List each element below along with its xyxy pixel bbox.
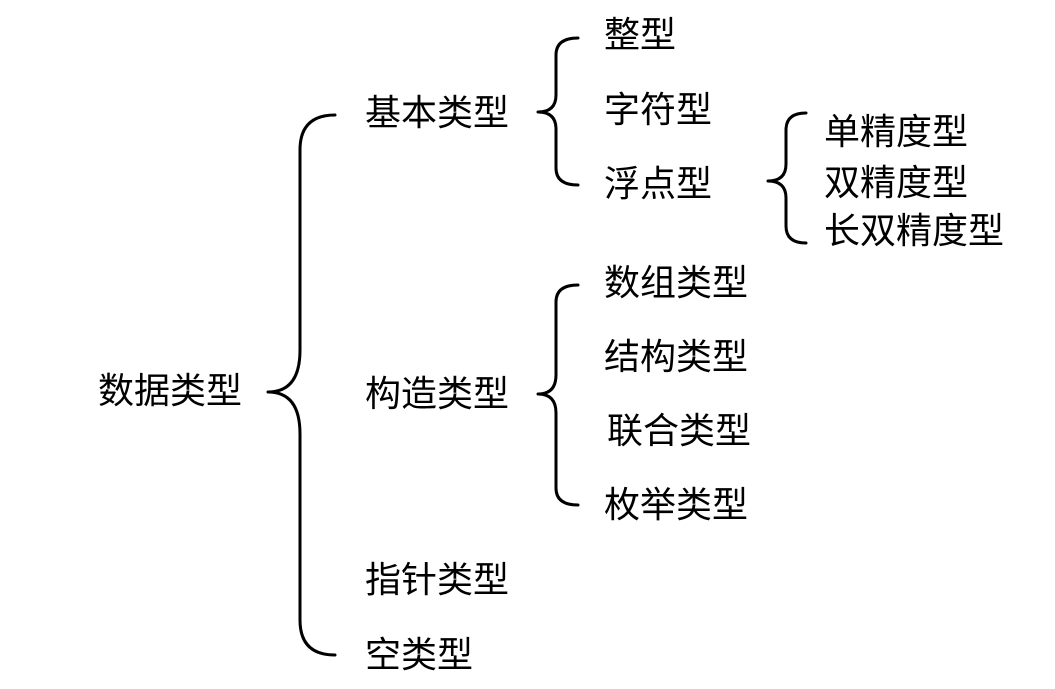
double-precision-label: 双精度型 <box>824 163 969 204</box>
float-type-label: 浮点型 <box>604 164 713 205</box>
single-precision-label: 单精度型 <box>824 112 969 153</box>
union-type-label: 联合类型 <box>607 411 752 452</box>
pointer-type-label: 指针类型 <box>365 560 510 601</box>
constructed-type-label: 构造类型 <box>365 374 510 415</box>
basic-types-brace <box>536 36 580 187</box>
long-double-precision-label: 长双精度型 <box>824 211 1005 252</box>
basic-type-label: 基本类型 <box>365 93 510 134</box>
integer-type-label: 整型 <box>604 15 677 56</box>
float-types-brace <box>766 111 808 245</box>
array-type-label: 数组类型 <box>604 263 749 304</box>
void-type-label: 空类型 <box>365 635 474 676</box>
char-type-label: 字符型 <box>604 90 713 131</box>
struct-type-label: 结构类型 <box>604 337 749 378</box>
root-brace <box>266 113 337 657</box>
enum-type-label: 枚举类型 <box>604 485 749 526</box>
root-label: 数据类型 <box>98 371 243 412</box>
constructed-types-brace <box>536 283 580 507</box>
